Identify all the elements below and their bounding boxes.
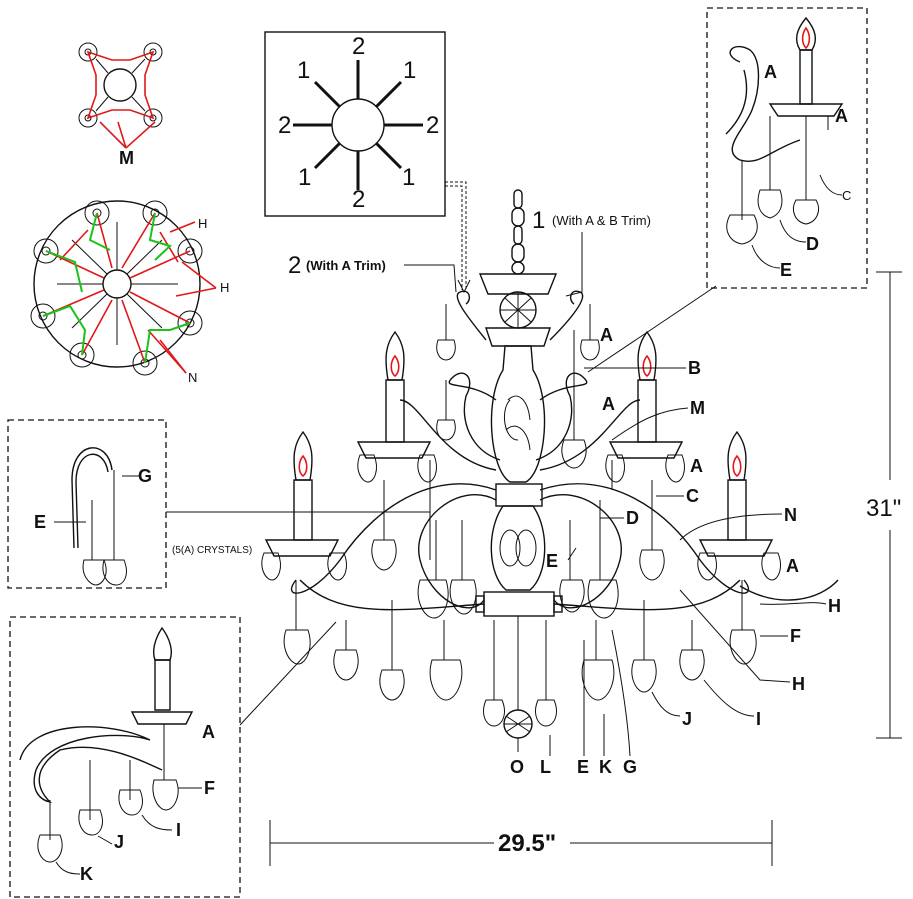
label-e-main: E: [546, 551, 558, 571]
detail-a-lower: A: [202, 722, 215, 742]
detail-k-lower: K: [80, 864, 93, 884]
label-h-main-2: H: [792, 674, 805, 694]
label-a-1: A: [600, 325, 613, 345]
chandelier-main: [261, 189, 781, 752]
label-i-main: I: [756, 709, 761, 729]
chain: [511, 189, 525, 263]
width-label: 29.5": [498, 830, 556, 857]
detail-e: E: [780, 260, 792, 280]
label-h-2: H: [220, 280, 229, 295]
crystals: [261, 304, 781, 727]
label-arm-2-note: (With A Trim): [306, 258, 386, 273]
label-j-main: J: [682, 709, 692, 729]
label-a-4: A: [786, 556, 799, 576]
legend-top-left: 1: [297, 57, 310, 84]
label-h-1: H: [198, 216, 207, 231]
candle-right-lower: [698, 430, 774, 557]
legend-bottom: 2: [352, 186, 365, 213]
label-c: C: [686, 486, 699, 506]
label-m: M: [119, 148, 134, 168]
detail-i-lower: I: [176, 820, 181, 840]
candle-left-upper: [356, 330, 432, 459]
detail-j-lower: J: [114, 832, 124, 852]
label-m-main: M: [690, 398, 705, 418]
crystals-note: (5(A) CRYSTALS): [172, 545, 252, 556]
detail-a-2: A: [835, 106, 848, 126]
arm-position-legend: 2 2 2 2 1 1 1 1: [264, 31, 471, 294]
dimension-height: 31": [866, 271, 902, 739]
label-f-main: F: [790, 626, 801, 646]
height-label: 31": [866, 495, 901, 522]
detail-hook-arm: G E: [7, 419, 430, 589]
candle-right-upper: [608, 330, 684, 459]
label-g-bottom: G: [623, 757, 637, 777]
detail-g: G: [138, 466, 152, 486]
top-view-m-wiring: M: [78, 42, 163, 168]
legend-top: 2: [352, 33, 365, 60]
legend-bottom-right: 1: [402, 164, 415, 191]
label-chain-1: 1: [532, 207, 545, 234]
label-n: N: [188, 370, 197, 385]
detail-lower-arm: A F I J K: [9, 616, 337, 898]
detail-a-1: A: [764, 62, 777, 82]
label-d: D: [626, 508, 639, 528]
label-a-3: A: [690, 456, 703, 476]
legend-right: 2: [426, 112, 439, 139]
detail-upper-arm: A A C D E: [706, 7, 868, 289]
detail-d: D: [806, 234, 819, 254]
label-o: O: [510, 757, 524, 777]
label-b: B: [688, 358, 701, 378]
label-l: L: [540, 757, 551, 777]
legend-top-right: 1: [403, 57, 416, 84]
candle-left-lower: [264, 430, 340, 557]
legend-bottom-left: 1: [298, 164, 311, 191]
label-k-bottom: K: [599, 757, 612, 777]
top-view-hn-wiring: H H N: [30, 200, 229, 385]
label-n-main: N: [784, 505, 797, 525]
detail-c: C: [842, 188, 851, 203]
label-h-main-1: H: [828, 596, 841, 616]
callouts: 1 (With A & B Trim) 2 (With A Trim) A B …: [288, 207, 841, 777]
legend-left: 2: [278, 112, 291, 139]
dimension-width: 29.5": [269, 820, 773, 866]
label-a-2: A: [602, 394, 615, 414]
detail-e-left: E: [34, 512, 46, 532]
label-arm-2: 2: [288, 252, 301, 279]
detail-f-lower: F: [204, 778, 215, 798]
label-e-bottom: E: [577, 757, 589, 777]
label-chain-1-note: (With A & B Trim): [552, 213, 651, 228]
